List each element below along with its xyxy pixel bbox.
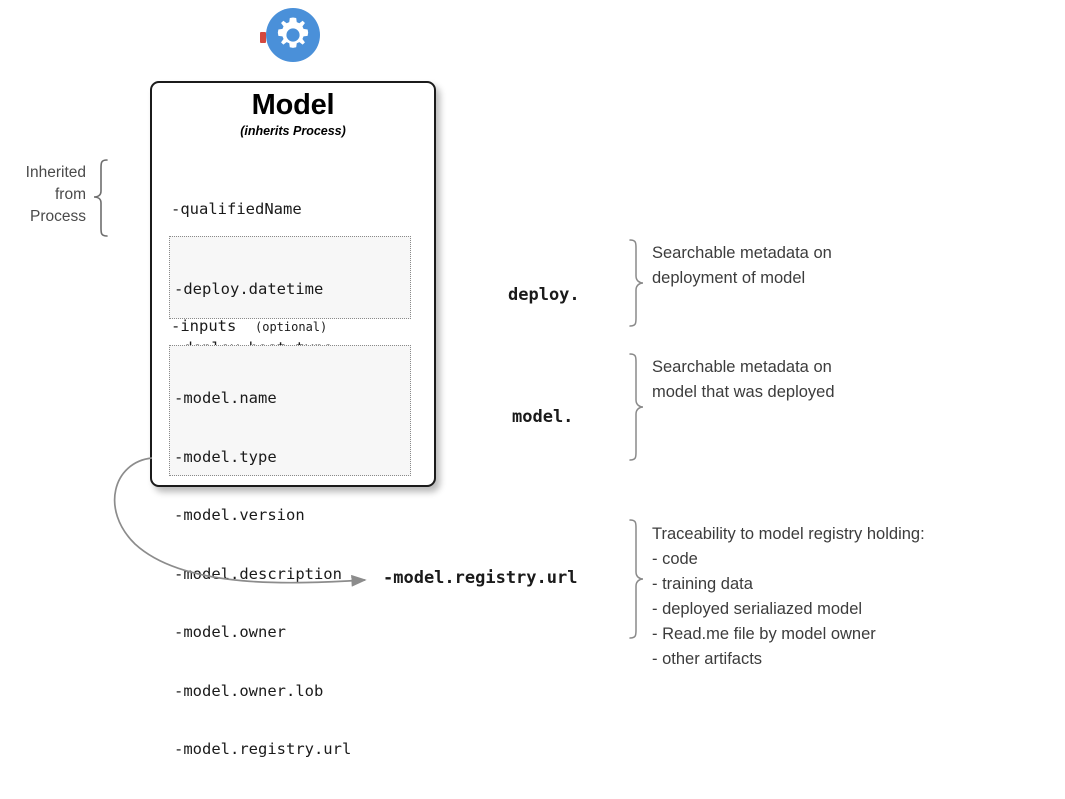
deploy-prefix-label: deploy. (508, 285, 580, 305)
list-item: -model.registry.url (174, 740, 352, 758)
list-item: -deploy.datetime (174, 280, 324, 298)
deploy-brace-icon (629, 239, 644, 327)
list-item: -model.type (174, 447, 277, 466)
model-card: Model (inherits Process) -qualifiedName … (150, 81, 436, 758)
list-item: - training data (652, 575, 753, 593)
inherited-label-line1: Inherited (25, 164, 86, 181)
traceability-brace-icon (629, 519, 644, 639)
deploy-attribute-group: -deploy.datetime -deploy.host.type -depl… (169, 236, 411, 474)
traceability-annotation-text: Traceability to model registry holding: … (652, 522, 1052, 672)
list-item: -model.owner.lob (174, 681, 324, 700)
list-item: -model.description (174, 564, 342, 583)
optional-tag: (optional) (255, 320, 328, 334)
list-item: -qualifiedName (171, 200, 302, 218)
inherited-brace-icon (93, 159, 108, 237)
list-item: - code (652, 550, 698, 568)
inherited-label-line3: Process (30, 208, 86, 225)
traceability-heading: Traceability to model registry holding: (652, 525, 925, 543)
diagram-canvas: Inherited from Process Model (inherits P… (6, 6, 1052, 758)
list-item: -model.version (174, 506, 305, 524)
list-item: -inputs (optional) (171, 317, 328, 335)
inherited-from-label: Inherited from Process (6, 162, 86, 228)
model-attribute-group: -model.name -model.type -model.version -… (169, 345, 411, 758)
inherited-label-line2: from (55, 186, 86, 203)
model-prefix-label: model. (512, 407, 574, 427)
red-marker (260, 32, 266, 43)
model-annotation-text: Searchable metadata on model that was de… (652, 358, 835, 401)
card-subtitle: (inherits Process) (240, 124, 346, 138)
deploy-annotation-text: Searchable metadata on deployment of mod… (652, 244, 832, 287)
gear-icon (260, 6, 322, 64)
registry-url-callout: -model.registry.url (383, 568, 578, 588)
model-brace-icon (629, 353, 644, 461)
page-title: Model (251, 89, 335, 121)
list-item: - other artifacts (652, 650, 763, 668)
list-item: -model.name (174, 389, 277, 407)
list-item: - Read.me file by model owner (652, 625, 876, 643)
list-item: - deployed serialiazed model (652, 600, 863, 618)
list-item: -model.owner (174, 623, 286, 641)
